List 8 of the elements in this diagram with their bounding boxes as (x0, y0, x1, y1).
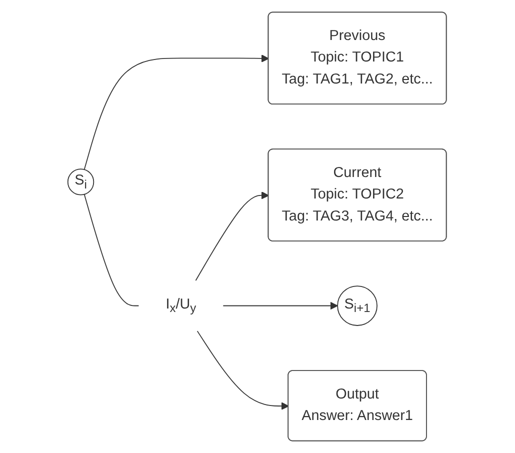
node-circle: S$_{i+1}$ (337, 286, 378, 326)
node-text: I$_{x}$/U$_{y}$ (166, 296, 197, 315)
arrow (84, 54, 270, 170)
arrow (197, 330, 290, 410)
arrow (223, 302, 338, 310)
connector (84, 194, 140, 306)
arrow (196, 191, 270, 281)
node-circle: S$_{i}$ (68, 168, 94, 196)
